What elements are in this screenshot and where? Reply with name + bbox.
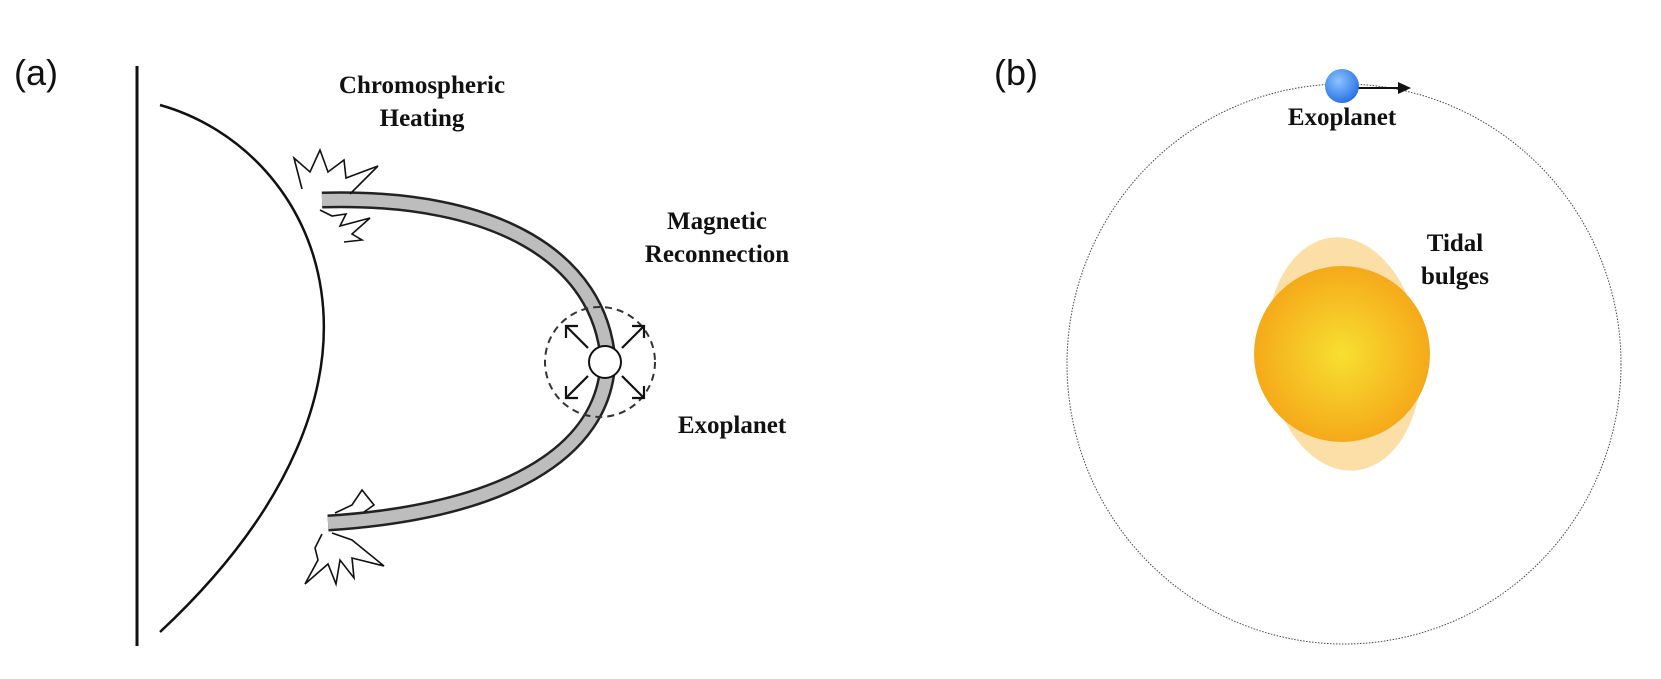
exoplanet-b — [1325, 69, 1359, 103]
label-tidal-bulges: Tidal bulges — [1400, 228, 1510, 293]
panel-b-tag: (b) — [994, 52, 1038, 93]
arrow-ur — [621, 325, 645, 349]
heating-spike-lower-top — [334, 488, 376, 514]
label-heating-line2: Heating — [379, 104, 465, 132]
flux-tube-fill — [321, 193, 615, 529]
reconnection-region — [544, 306, 656, 418]
label-reconnection-line1: Magnetic — [667, 208, 767, 235]
host-star — [1254, 266, 1430, 442]
arrow-ur-head — [632, 324, 646, 338]
label-exoplanet-b: Exoplanet — [1287, 104, 1397, 131]
exoplanet-a — [588, 345, 622, 379]
label-heating-line1: Chromospheric — [338, 72, 506, 99]
label-tidal-line2: bulges — [1420, 262, 1490, 290]
label-magnetic-reconnection: Magnetic Reconnection — [622, 206, 812, 271]
panel-a — [135, 66, 656, 646]
panel-a-tag: (a) — [14, 52, 58, 93]
heating-spike-upper-bottom — [319, 209, 371, 243]
arrow-lr — [621, 375, 645, 399]
flux-tube — [321, 191, 617, 532]
heating-spike-upper-top — [292, 147, 379, 195]
label-chromospheric-heating: Chromospheric Heating — [312, 70, 532, 135]
label-reconnection-line2: Reconnection — [644, 240, 790, 268]
arrow-ul-head — [564, 324, 578, 338]
star-limb — [159, 103, 325, 633]
arrow-ul — [565, 325, 589, 349]
arrow-lr-head — [632, 386, 646, 400]
orbit-direction-arrowhead — [1398, 82, 1411, 94]
arrow-ll-head — [564, 386, 578, 400]
heating-spike-lower-bottom — [304, 532, 385, 587]
label-exoplanet-a: Exoplanet — [677, 412, 787, 439]
outflow-arrows — [564, 324, 646, 400]
label-tidal-line1: Tidal — [1426, 230, 1484, 257]
arrow-ll — [565, 375, 589, 399]
panel-b — [1066, 69, 1622, 645]
